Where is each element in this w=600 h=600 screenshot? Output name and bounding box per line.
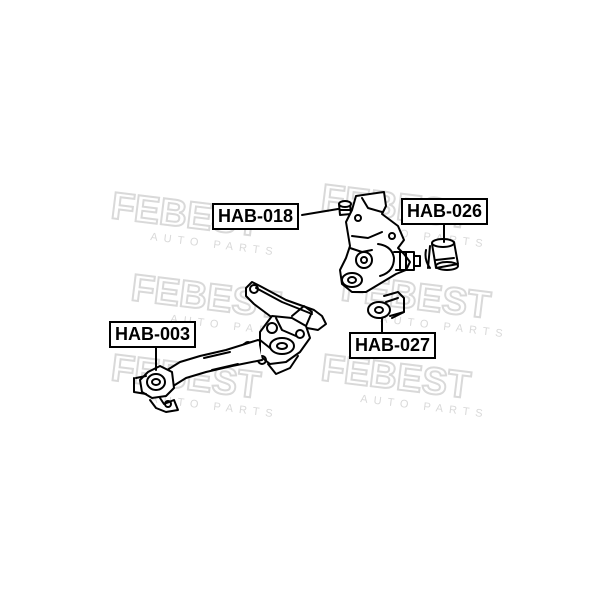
part-label-hab-027[interactable]: HAB-027 xyxy=(349,332,437,359)
part-label-hab-003[interactable]: HAB-003 xyxy=(109,321,197,348)
bushing-icon xyxy=(367,291,405,319)
part-label-hab-018[interactable]: HAB-018 xyxy=(212,203,300,230)
bushing-icon xyxy=(424,238,459,271)
leader-lines xyxy=(155,208,445,371)
knuckle-icon xyxy=(339,191,421,293)
bushing-icon xyxy=(338,200,352,216)
part-label-hab-026[interactable]: HAB-026 xyxy=(401,198,489,225)
leader-line-hab018 xyxy=(301,208,339,216)
trailing-arm-icon xyxy=(133,281,327,413)
